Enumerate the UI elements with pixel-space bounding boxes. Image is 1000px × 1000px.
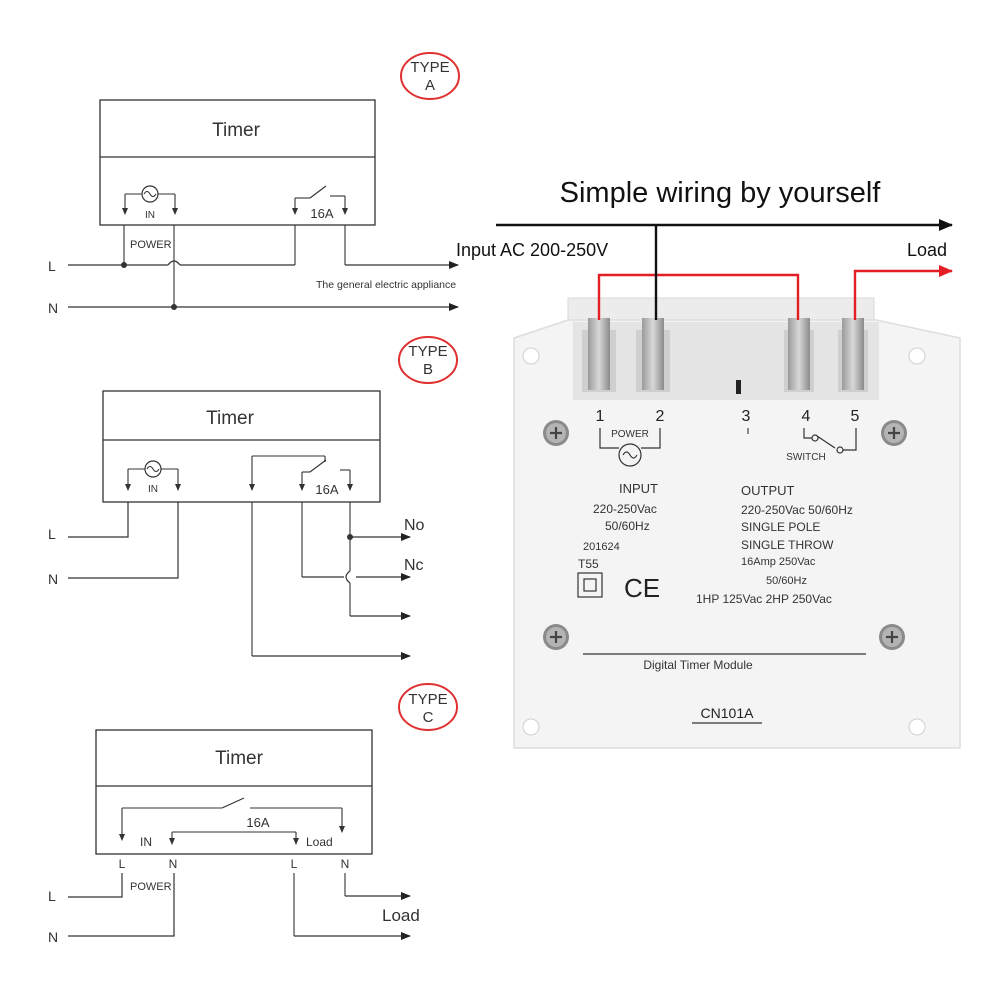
type-a-diagram: TYPE A Timer IN 16A POWER	[48, 52, 460, 316]
type-c-terminal-n2: N	[341, 857, 350, 871]
type-a-badge-line2: A	[425, 77, 435, 94]
type-a-relay-contact-icon	[292, 185, 348, 215]
type-b-l-label: L	[48, 526, 56, 542]
type-b-timer-label: Timer	[206, 408, 255, 429]
terminal-number-1: 1	[596, 408, 605, 425]
type-a-l-label: L	[48, 258, 56, 274]
output-voltage: 220-250Vac 50/60Hz	[741, 503, 853, 517]
type-b-nc-label: Nc	[404, 557, 424, 574]
type-c-terminal-l1: L	[119, 857, 126, 871]
terminal-5-screw	[842, 318, 864, 390]
terminal-2-screw	[642, 318, 664, 390]
terminal-number-3: 3	[742, 408, 751, 425]
type-c-timer-box	[95, 729, 373, 855]
load-label: Load	[907, 240, 947, 260]
output-frequency: 50/60Hz	[766, 575, 807, 587]
terminal-1-screw	[588, 318, 610, 390]
type-a-timer-label: Timer	[212, 120, 261, 141]
type-c-load-label: Load	[382, 906, 420, 925]
red-load-wire	[853, 265, 953, 320]
type-a-n-label: N	[48, 300, 58, 316]
power-symbol-icon	[599, 428, 661, 467]
terminal-number-5: 5	[851, 408, 860, 425]
module-body	[513, 319, 961, 749]
screw-icon	[543, 624, 569, 650]
type-c-power-label: POWER	[130, 881, 172, 893]
type-c-terminal-n1: N	[169, 857, 178, 871]
type-a-badge-line1: TYPE	[410, 59, 449, 76]
type-a-ac-source-icon	[122, 185, 178, 215]
type-c-load-inner-label: Load	[306, 835, 333, 849]
terminal-number-2: 2	[656, 408, 665, 425]
type-a-timer-box	[99, 99, 376, 226]
input-heading: INPUT	[619, 481, 658, 496]
mount-hole-icon	[522, 347, 540, 365]
mount-hole-icon	[908, 718, 926, 736]
type-c-diagram: TYPE C Timer 16A IN Load L N L N POWER	[48, 683, 458, 945]
type-c-terminal-l2: L	[291, 857, 298, 871]
type-b-relay-changeover-icon	[249, 455, 353, 491]
single-pole: SINGLE POLE	[741, 520, 820, 534]
type-c-l-label: L	[48, 888, 56, 904]
module-code: 201624	[583, 541, 620, 553]
terminal-4-screw	[788, 318, 810, 390]
type-c-badge: TYPE C	[398, 683, 458, 731]
module-switch-label: SWITCH	[786, 452, 825, 463]
screw-icon	[881, 420, 907, 446]
model-number: CN101A	[701, 705, 755, 721]
type-c-relay-icon	[119, 797, 345, 845]
input-voltage: 220-250Vac	[593, 502, 657, 516]
type-b-ac-source-icon	[125, 460, 181, 491]
module-power-label: POWER	[611, 429, 649, 440]
single-throw: SINGLE THROW	[741, 538, 834, 552]
double-insulation-icon	[577, 572, 603, 598]
type-c-n-label: N	[48, 929, 58, 945]
type-b-badge-line1: TYPE	[408, 343, 447, 360]
wiring-heading: Simple wiring by yourself	[560, 177, 882, 209]
t55-label: T55	[578, 557, 599, 571]
type-a-badge: TYPE A	[400, 52, 460, 100]
input-ac-label: Input AC 200-250V	[456, 240, 608, 260]
type-c-in-label: IN	[140, 835, 152, 849]
type-b-badge: TYPE B	[398, 336, 458, 384]
type-a-appliance-label: The general electric appliance	[316, 279, 456, 291]
type-b-rating-label: 16A	[315, 482, 338, 497]
type-b-in-label: IN	[148, 484, 158, 495]
screw-icon	[543, 420, 569, 446]
hp-rating: 1HP 125Vac 2HP 250Vac	[696, 592, 832, 606]
type-c-rating-label: 16A	[246, 815, 269, 830]
input-frequency: 50/60Hz	[605, 519, 650, 533]
mount-hole-icon	[908, 347, 926, 365]
type-c-badge-line2: C	[423, 709, 434, 726]
type-b-diagram: TYPE B Timer IN 16A	[48, 336, 458, 660]
type-c-badge-line1: TYPE	[408, 691, 447, 708]
timer-module: Simple wiring by yourself Input AC 200-2…	[456, 177, 961, 749]
terminal-number-4: 4	[802, 408, 811, 425]
screw-icon	[879, 624, 905, 650]
terminal-block	[573, 322, 879, 400]
type-a-rating-label: 16A	[310, 206, 333, 221]
output-heading: OUTPUT	[741, 483, 795, 498]
type-b-n-label: N	[48, 571, 58, 587]
type-a-power-label: POWER	[130, 239, 172, 251]
type-b-no-label: No	[404, 517, 425, 534]
type-b-badge-line2: B	[423, 361, 433, 378]
type-b-timer-box	[102, 390, 381, 503]
type-c-timer-label: Timer	[215, 748, 264, 769]
red-input-wire	[597, 273, 800, 320]
amp-rating: 16Amp 250Vac	[741, 556, 816, 568]
type-a-in-label: IN	[145, 210, 155, 221]
product-name: Digital Timer Module	[643, 658, 753, 672]
switch-symbol-icon	[803, 428, 857, 454]
mount-hole-icon	[522, 718, 540, 736]
ce-mark: CE	[624, 573, 660, 603]
